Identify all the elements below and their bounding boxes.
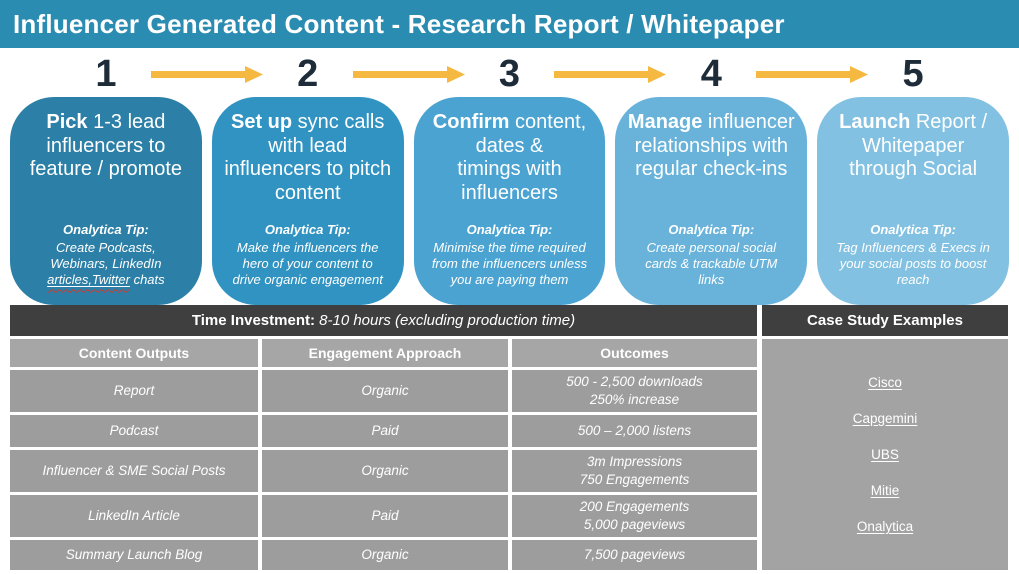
right-arrow-icon (756, 66, 869, 83)
step-card-title: Manage influencer relationships with reg… (627, 111, 795, 181)
misspelled-text: articles,Twitter (47, 272, 130, 288)
cell-approach: Organic (262, 370, 508, 412)
case-study-link-onalytica[interactable]: Onalytica (856, 519, 914, 534)
cell-outcome: 200 Engagements 5,000 pageviews (512, 495, 757, 537)
table-row: Podcast Paid 500 – 2,000 listens (10, 415, 757, 447)
step-card-title: Launch Report / Whitepaper through Socia… (839, 111, 987, 181)
cell-outcome: 500 – 2,000 listens (512, 415, 757, 447)
cell-output: LinkedIn Article (10, 495, 258, 537)
case-study-header: Case Study Examples (762, 305, 1008, 336)
time-investment-table: Time Investment: 8-10 hours (excluding p… (10, 305, 757, 570)
step-card-1: Pick 1-3 lead influencers to feature / p… (10, 97, 202, 305)
cell-approach: Paid (262, 495, 508, 537)
case-study-link-capgemini[interactable]: Capgemini (852, 411, 918, 426)
step-card-tip: Onalytica Tip:Create personal social car… (645, 221, 778, 288)
step-card-tip: Onalytica Tip:Make the influencers the h… (232, 221, 383, 288)
step-card-tip: Onalytica Tip:Minimise the time required… (431, 221, 588, 288)
step-card-2: Set up sync calls with lead influencers … (211, 97, 404, 305)
cell-output: Summary Launch Blog (10, 540, 258, 570)
case-study-link-cisco[interactable]: Cisco (868, 375, 902, 390)
step-number-3: 3 (498, 53, 521, 95)
cell-outcome: 500 - 2,500 downloads 250% increase (512, 370, 757, 412)
cell-output: Report (10, 370, 258, 412)
table-column-headers: Content Outputs Engagement Approach Outc… (10, 339, 757, 367)
step-card-5: Launch Report / Whitepaper through Socia… (817, 97, 1009, 305)
case-study-body: Cisco Capgemini UBS Mitie Onalytica (762, 339, 1008, 570)
step-number-4: 4 (700, 53, 722, 95)
page-title: Influencer Generated Content - Research … (13, 8, 785, 39)
table-row: Summary Launch Blog Organic 7,500 pagevi… (10, 540, 757, 570)
case-study-link-ubs[interactable]: UBS (871, 447, 899, 462)
step-card-tip: Onalytica Tip:Tag Influencers & Execs in… (836, 221, 990, 288)
cell-approach: Paid (262, 415, 508, 447)
cell-outcome: 7,500 pageviews (512, 540, 757, 570)
step-number-5: 5 (902, 53, 924, 95)
table-row: LinkedIn Article Paid 200 Engagements 5,… (10, 495, 757, 537)
column-header-engagement-approach: Engagement Approach (262, 339, 508, 367)
step-card-tip: Onalytica Tip:Create Podcasts, Webinars,… (47, 221, 165, 288)
cell-approach: Organic (262, 540, 508, 570)
cell-outcome: 3m Impressions 750 Engagements (512, 450, 757, 492)
table-row: Report Organic 500 - 2,500 downloads 250… (10, 370, 757, 412)
cell-approach: Organic (262, 450, 508, 492)
table-row: Influencer & SME Social Posts Organic 3m… (10, 450, 757, 492)
step-cards: Pick 1-3 lead influencers to feature / p… (10, 97, 1009, 305)
step-card-4: Manage influencer relationships with reg… (615, 97, 808, 305)
step-card-3: Confirm content, dates & timings with in… (413, 97, 606, 305)
column-header-outcomes: Outcomes (512, 339, 757, 367)
title-bar: Influencer Generated Content - Research … (0, 0, 1019, 48)
time-investment-header: Time Investment: 8-10 hours (excluding p… (10, 305, 757, 336)
cell-output: Podcast (10, 415, 258, 447)
step-card-title: Set up sync calls with lead influencers … (224, 111, 392, 204)
right-arrow-icon (150, 66, 263, 83)
step-card-title: Confirm content, dates & timings with in… (432, 111, 587, 204)
right-arrow-icon (352, 66, 465, 83)
step-number-2: 2 (297, 53, 319, 95)
right-arrow-icon (554, 66, 667, 83)
cell-output: Influencer & SME Social Posts (10, 450, 258, 492)
case-study-link-mitie[interactable]: Mitie (870, 483, 900, 498)
step-number-1: 1 (95, 53, 117, 95)
steps-header: 1 2 3 4 5 (10, 48, 1009, 97)
tables-section: Time Investment: 8-10 hours (excluding p… (10, 305, 1009, 570)
column-header-content-outputs: Content Outputs (10, 339, 258, 367)
case-study-panel: Case Study Examples Cisco Capgemini UBS … (762, 305, 1008, 570)
step-card-title: Pick 1-3 lead influencers to feature / p… (29, 111, 183, 181)
